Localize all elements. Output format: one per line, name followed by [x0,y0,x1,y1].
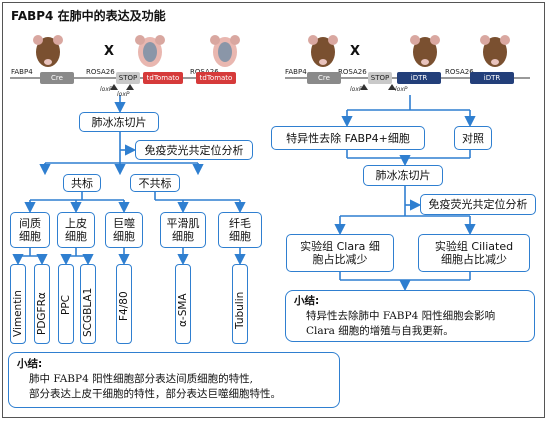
mouse-icon [33,35,63,67]
stop-segment: STOP [368,72,392,84]
marker-label: F4/80 [118,291,130,321]
cell-type-epithelial: 上皮 细胞 [57,212,95,248]
marker-box-pdgfra: PDGFRα [34,264,50,344]
rosa26-label: ROSA26 [338,68,367,76]
right-summary-box: 小结: 特异性去除肺中 FABP4 阳性细胞会影响 Clara 细胞的增殖与自我… [285,290,535,342]
rosa26-label: ROSA26 [445,68,474,76]
fabp4-label: FABP4 [285,68,307,76]
summary-heading: 小结: [294,295,320,307]
summary-line: 特异性去除肺中 FABP4 阳性细胞会影响 [306,310,496,322]
result-ciliated-box: 实验组 Ciliated 细胞占比减少 [418,234,530,272]
marker-label: SCGBLA1 [82,287,94,337]
summary-line: Clara 细胞的增殖与自我更新。 [306,325,454,337]
mouse-icon [308,35,338,67]
fabp4-label: FABP4 [11,68,33,76]
marker-box-tubulin: Tubulin [232,264,248,344]
cross-symbol: X [350,44,361,59]
immunofluorescence-box: 免疫荧光共定位分析 [135,140,253,160]
cell-type-smooth-muscle: 平滑肌 细胞 [160,212,206,248]
marker-box-f480: F4/80 [116,264,132,344]
immunofluorescence-box: 免疫荧光共定位分析 [420,194,536,215]
stop-segment: STOP [116,72,140,84]
figure-frame [2,2,545,418]
colabel-box: 共标 [63,174,101,192]
lung-frozen-section-box: 肺冰冻切片 [79,112,159,132]
idtr-segment: iDTR [397,72,441,84]
marker-box-ppc: PPC [58,264,74,344]
marker-label: Tubulin [234,291,246,329]
marker-box-vimentin: Vimentin [10,264,26,344]
summary-line: 肺中 FABP4 阳性细胞部分表达间质细胞的特性, [29,373,253,385]
marker-box-asma: α-SMA [175,264,191,344]
result-clara-box: 实验组 Clara 细 胞占比减少 [286,234,394,272]
summary-heading: 小结: [17,358,43,370]
cross-symbol: X [104,44,115,59]
cre-segment: Cre [307,72,341,84]
cell-type-macrophage: 巨噬 细胞 [105,212,143,248]
ablation-box: 特异性去除 FABP4+细胞 [271,126,425,150]
mouse-icon [210,35,240,67]
loxp-label: loxP [117,91,130,98]
rosa26-label: ROSA26 [86,68,115,76]
cre-segment: Cre [40,72,74,84]
noncolabel-box: 不共标 [130,174,180,192]
left-summary-box: 小结: 肺中 FABP4 阳性细胞部分表达间质细胞的特性, 部分表达上皮干细胞的… [8,352,340,408]
figure-title: FABP4 在肺中的表达及功能 [11,9,166,23]
loxp-label: loxP [350,86,363,93]
summary-line: 部分表达上皮干细胞的特性，部分表达巨噬细胞特性。 [29,388,281,400]
mouse-icon [135,35,165,67]
marker-label: PPC [60,295,72,315]
control-box: 对照 [454,126,492,150]
marker-label: Vimentin [12,290,24,337]
cell-type-interstitial: 间质 细胞 [10,212,50,248]
mouse-icon [410,35,440,67]
tdtomato-segment: tdTomato [196,72,236,84]
marker-box-scgbla1: SCGBLA1 [80,264,96,344]
tdtomato-segment: tdTomato [143,72,183,84]
marker-label: α-SMA [177,293,189,327]
cell-type-ciliated: 纤毛 细胞 [218,212,262,248]
mouse-icon [480,35,510,67]
loxp-label: loxP [395,86,408,93]
loxp-label: loxP [100,86,113,93]
marker-label: PDGFRα [36,292,48,335]
idtr-segment: iDTR [470,72,514,84]
ablation-label: 特异性去除 FABP4+细胞 [286,131,410,145]
lung-frozen-section-box: 肺冰冻切片 [363,165,443,186]
